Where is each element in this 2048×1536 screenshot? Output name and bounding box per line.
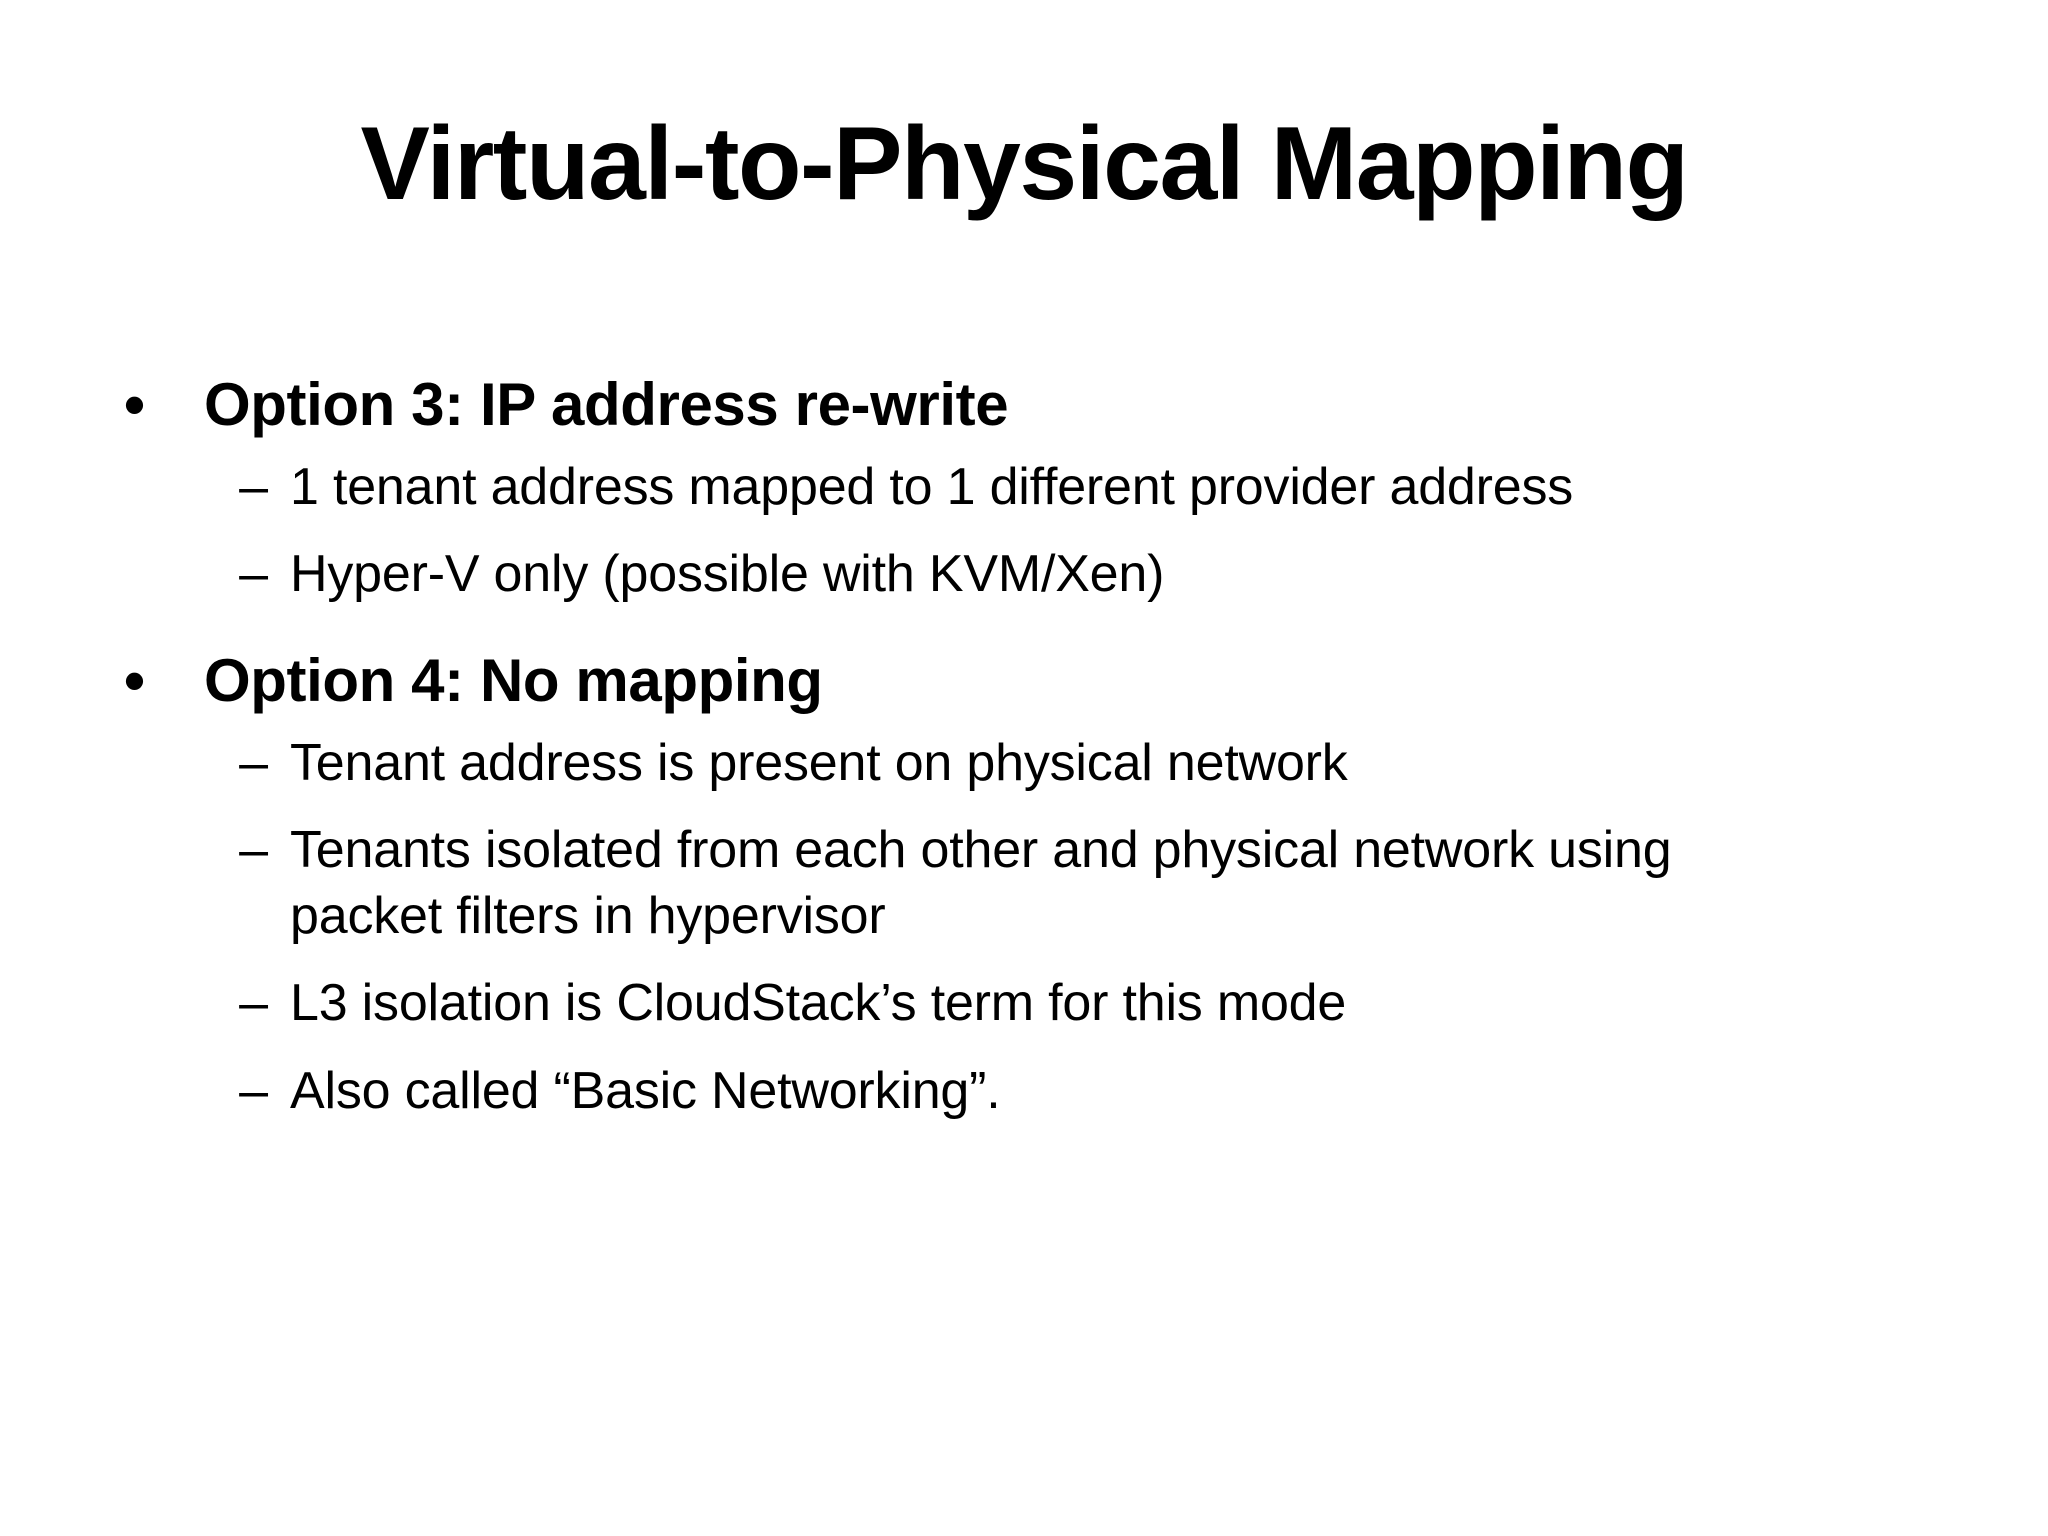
page-title: Virtual-to-Physical Mapping (360, 106, 1689, 222)
list-item-heading-option-3: • Option 3: IP address re-write (112, 370, 1932, 441)
list-item-sub: – 1 tenant address mapped to 1 different… (112, 455, 1932, 521)
bullet-sub-label: Also called “Basic Networking”. (290, 1061, 1001, 1120)
bullet-dot-icon: • (124, 371, 146, 438)
bullet-heading-label: Option 3: IP address re-write (204, 371, 1009, 438)
list-item-sub: – Tenants isolated from each other and p… (112, 818, 1932, 949)
bullet-sub-label: Tenants isolated from each other and phy… (290, 821, 1672, 945)
list-item-sub: – L3 isolation is CloudStack’s term for … (112, 971, 1932, 1037)
slide-body: • Option 3: IP address re-write – 1 tena… (112, 370, 1932, 1146)
list-item-sub: – Hyper-V only (possible with KVM/Xen) (112, 542, 1932, 608)
bullet-dash-icon: – (239, 733, 268, 792)
bullet-dash-icon: – (239, 545, 268, 604)
block-spacer (112, 630, 1932, 646)
bullet-sub-label: L3 isolation is CloudStack’s term for th… (290, 974, 1347, 1033)
bullet-dash-icon: – (239, 1061, 268, 1120)
bullet-group-option-4: • Option 4: No mapping – Tenant address … (112, 646, 1932, 1124)
list-item-sub: – Tenant address is present on physical … (112, 731, 1932, 797)
bullet-dash-icon: – (239, 974, 268, 1033)
bullet-dash-icon: – (239, 457, 268, 516)
bullet-sub-label: 1 tenant address mapped to 1 different p… (290, 457, 1574, 516)
list-item-heading-option-4: • Option 4: No mapping (112, 646, 1932, 717)
bullet-heading-label: Option 4: No mapping (204, 646, 823, 714)
bullet-dash-icon: – (239, 821, 268, 880)
bullet-sub-label: Tenant address is present on physical ne… (290, 733, 1348, 792)
list-item-sub: – Also called “Basic Networking”. (112, 1059, 1932, 1125)
bullet-sub-label: Hyper-V only (possible with KVM/Xen) (290, 545, 1165, 604)
bullet-dot-icon: • (124, 646, 146, 714)
bullet-group-option-3: • Option 3: IP address re-write – 1 tena… (112, 370, 1932, 608)
